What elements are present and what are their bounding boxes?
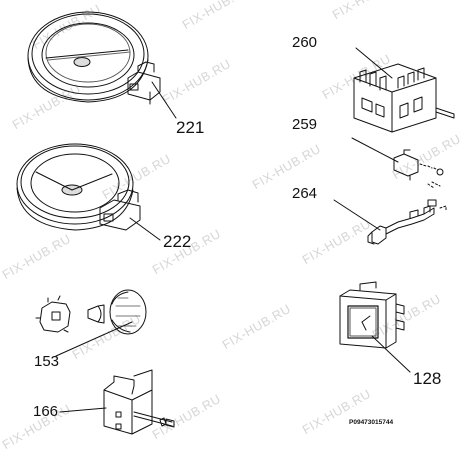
hob-element-222 [16, 143, 161, 241]
part-label-166: 166 [33, 403, 59, 420]
part-label-221: 221 [176, 118, 205, 137]
part-label-260: 260 [292, 34, 318, 51]
thermostat-264 [333, 199, 447, 245]
timer-128 [339, 281, 411, 373]
part-label-264: 264 [292, 185, 318, 202]
oven-lamp-153 [35, 289, 147, 357]
switch-259 [351, 137, 444, 189]
part-label-259: 259 [292, 116, 318, 133]
diagram-code: P09473015744 [349, 419, 394, 426]
bracket-166 [59, 369, 175, 435]
part-label-222: 222 [163, 232, 192, 251]
hob-element-221 [27, 11, 177, 119]
part-label-128: 128 [413, 369, 442, 388]
selector-switch-260 [353, 47, 455, 133]
part-label-153: 153 [34, 353, 60, 370]
